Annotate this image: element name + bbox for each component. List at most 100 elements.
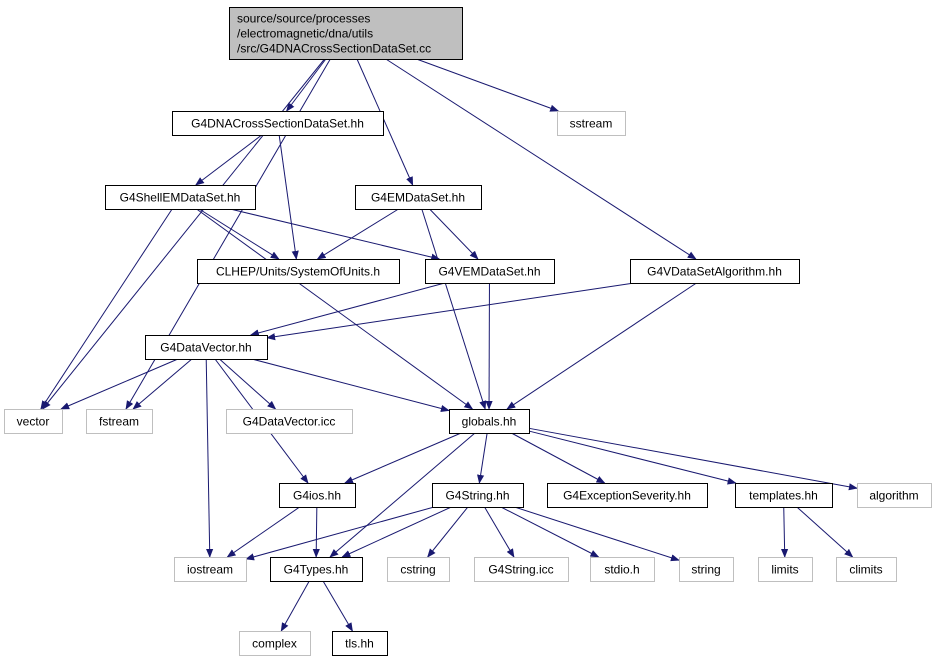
node-box bbox=[4, 409, 63, 434]
node-g4string-hh[interactable]: G4String.hh bbox=[432, 483, 524, 508]
node-box bbox=[197, 259, 400, 284]
edge-data_vector_hh-to-fstream bbox=[132, 358, 193, 410]
node-fstream: fstream bbox=[86, 409, 153, 434]
node-box bbox=[239, 631, 311, 656]
node-label: CLHEP/Units/SystemOfUnits.h bbox=[216, 265, 380, 279]
node-algorithm: algorithm bbox=[857, 483, 932, 508]
node-label: stdio.h bbox=[604, 563, 639, 577]
node-label: G4String.hh bbox=[445, 489, 509, 503]
edge-data_vector_hh-to-globals_hh bbox=[251, 358, 450, 412]
edge-g4string_hh-to-string bbox=[514, 506, 680, 562]
node-label: G4DataVector.icc bbox=[243, 415, 336, 429]
edge-vdataset_algorithm_hh-to-globals_hh bbox=[506, 282, 697, 410]
edges-layer bbox=[40, 58, 858, 632]
edge-data_vector_hh-to-data_vector_icc bbox=[219, 358, 277, 410]
node-label: G4Types.hh bbox=[284, 563, 349, 577]
node-label: complex bbox=[252, 637, 297, 651]
node-box bbox=[387, 557, 450, 582]
node-g4ios-hh[interactable]: G4ios.hh bbox=[279, 483, 356, 508]
edge-em_dataset_hh-to-globals_hh bbox=[421, 208, 487, 410]
edge-data_vector_hh-to-iostream bbox=[205, 358, 214, 558]
edge-vem_dataset_hh-to-data_vector_hh bbox=[249, 282, 445, 337]
edge-templates_hh-to-limits bbox=[780, 506, 789, 558]
edge-g4ios_hh-to-g4types_hh bbox=[312, 506, 320, 558]
node-cstring: cstring bbox=[387, 557, 450, 582]
node-limits: limits bbox=[758, 557, 813, 582]
node-box bbox=[86, 409, 153, 434]
node-globals-hh[interactable]: globals.hh bbox=[449, 409, 530, 434]
edge-templates_hh-to-climits bbox=[796, 506, 854, 558]
node-box bbox=[836, 557, 897, 582]
node-label: limits bbox=[771, 563, 798, 577]
node-label: G4VEMDataSet.hh bbox=[438, 265, 540, 279]
edge-globals_hh-to-g4string_hh bbox=[477, 432, 488, 484]
node-shell-em-dataset-hh[interactable]: G4ShellEMDataSet.hh bbox=[105, 185, 256, 210]
node-string: string bbox=[679, 557, 734, 582]
node-box bbox=[735, 483, 833, 508]
node-vem-dataset-hh[interactable]: G4VEMDataSet.hh bbox=[425, 259, 555, 284]
node-vector: vector bbox=[4, 409, 63, 434]
node-box bbox=[474, 557, 569, 582]
node-box bbox=[172, 111, 384, 136]
edge-globals_hh-to-g4ios_hh bbox=[344, 432, 462, 484]
node-label: G4DNACrossSectionDataSet.hh bbox=[191, 117, 364, 131]
node-label: G4ShellEMDataSet.hh bbox=[120, 191, 241, 205]
node-box bbox=[547, 483, 708, 508]
node-label: algorithm bbox=[869, 489, 918, 503]
node-stdio-h: stdio.h bbox=[590, 557, 655, 582]
node-box bbox=[279, 483, 356, 508]
node-box bbox=[630, 259, 800, 284]
node-box bbox=[679, 557, 734, 582]
edge-dna_cross_section_hh-to-clhep_units_hh bbox=[278, 134, 299, 260]
edge-em_dataset_hh-to-clhep_units_hh bbox=[316, 208, 399, 260]
node-box bbox=[332, 631, 388, 656]
node-tls-hh[interactable]: tls.hh bbox=[332, 631, 388, 656]
node-box bbox=[425, 259, 555, 284]
node-templates-hh[interactable]: templates.hh bbox=[735, 483, 833, 508]
node-label: /electromagnetic/dna/utils bbox=[237, 27, 373, 41]
node-em-dataset-hh[interactable]: G4EMDataSet.hh bbox=[355, 185, 482, 210]
node-clhep-units-hh[interactable]: CLHEP/Units/SystemOfUnits.h bbox=[197, 259, 400, 284]
node-label: climits bbox=[849, 563, 882, 577]
node-climits: climits bbox=[836, 557, 897, 582]
node-box bbox=[758, 557, 813, 582]
edge-shell_em_dataset_hh-to-clhep_units_hh bbox=[198, 208, 280, 260]
edge-dna_cross_section_hh-to-shell_em_dataset_hh bbox=[195, 134, 262, 186]
node-vdataset-algorithm-hh[interactable]: G4VDataSetAlgorithm.hh bbox=[630, 259, 800, 284]
node-label: source/source/processes bbox=[237, 12, 370, 26]
node-box bbox=[226, 409, 353, 434]
node-label: cstring bbox=[400, 563, 435, 577]
node-box bbox=[270, 557, 363, 582]
node-dna-cross-section-hh[interactable]: G4DNACrossSectionDataSet.hh bbox=[172, 111, 384, 136]
edge-g4string_hh-to-g4string_icc bbox=[484, 506, 515, 558]
edge-shell_em_dataset_hh-to-vector bbox=[40, 208, 173, 410]
edge-root-to-em_dataset_hh bbox=[356, 58, 414, 186]
node-g4string-icc: G4String.icc bbox=[474, 557, 569, 582]
node-label: sstream bbox=[570, 117, 613, 131]
node-label: string bbox=[691, 563, 720, 577]
node-g4types-hh[interactable]: G4Types.hh bbox=[270, 557, 363, 582]
edge-g4string_hh-to-cstring bbox=[427, 506, 469, 558]
node-box bbox=[105, 185, 256, 210]
node-sstream: sstream bbox=[557, 111, 626, 136]
node-box bbox=[857, 483, 932, 508]
node-label: templates.hh bbox=[749, 489, 818, 503]
edge-g4string_hh-to-stdio_h bbox=[500, 506, 600, 558]
node-box bbox=[174, 557, 247, 582]
node-data-vector-hh[interactable]: G4DataVector.hh bbox=[145, 335, 268, 360]
edge-g4types_hh-to-tls_hh bbox=[322, 580, 353, 632]
edge-data_vector_hh-to-vector bbox=[60, 358, 179, 410]
node-box bbox=[449, 409, 530, 434]
node-label: G4ios.hh bbox=[293, 489, 341, 503]
node-label: G4DataVector.hh bbox=[160, 341, 251, 355]
node-label: G4String.icc bbox=[488, 563, 553, 577]
node-label: tls.hh bbox=[345, 637, 374, 651]
edge-g4types_hh-to-complex bbox=[280, 580, 310, 632]
edge-root-to-dna_cross_section_hh bbox=[286, 58, 327, 112]
edge-shell_em_dataset_hh-to-globals_hh bbox=[196, 208, 474, 410]
edge-globals_hh-to-templates_hh bbox=[528, 430, 737, 485]
edge-g4ios_hh-to-iostream bbox=[226, 506, 300, 558]
edge-vdataset_algorithm_hh-to-data_vector_hh bbox=[266, 282, 635, 341]
node-exception-severity-hh[interactable]: G4ExceptionSeverity.hh bbox=[547, 483, 708, 508]
